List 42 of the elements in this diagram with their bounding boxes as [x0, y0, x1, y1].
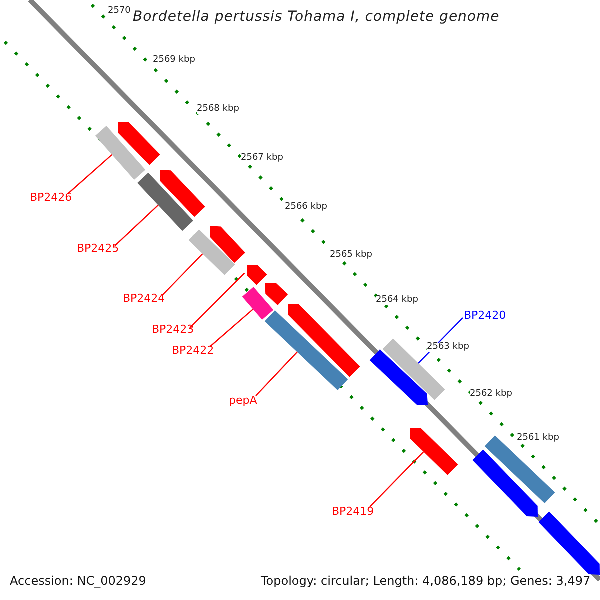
- gene-segment: [265, 283, 288, 306]
- tick-label: 2568 kbp: [197, 105, 240, 114]
- map-title: Bordetella pertussis Tohama I, complete genome: [133, 10, 500, 24]
- gene-label: BP2426: [30, 192, 72, 203]
- gene-label: BP2420: [464, 310, 506, 321]
- tick-label: 2570: [108, 7, 131, 16]
- gene-segment: [160, 170, 206, 218]
- gene-segment: [538, 512, 600, 575]
- leader-line: [162, 254, 204, 296]
- gene-segment: [188, 230, 236, 276]
- tick-label: 2564 kbp: [376, 296, 418, 305]
- tick-label: 2562 kbp: [470, 390, 512, 399]
- leader-line: [370, 451, 424, 508]
- tick-label: 2563 kbp: [427, 343, 470, 352]
- leader-line: [210, 308, 254, 348]
- gene-label: BP2425: [77, 243, 120, 254]
- gene-segment: [118, 122, 160, 166]
- tick-label: 2569 kbp: [153, 56, 196, 65]
- leader-line: [190, 272, 246, 328]
- gene-segment: [410, 428, 458, 476]
- leader-line: [256, 352, 298, 396]
- gene-segment: [242, 287, 274, 320]
- tick-label: 2566 kbp: [285, 203, 328, 212]
- gene-segment: [472, 450, 538, 517]
- gene-segment: [247, 265, 268, 286]
- gene-label: BP2424: [123, 293, 166, 304]
- gene-segment: [288, 304, 360, 378]
- leader-line: [114, 204, 159, 246]
- gene-label: BP2422: [172, 345, 214, 356]
- gene-segment: [138, 172, 194, 232]
- gene-segment: [264, 310, 348, 390]
- accession-text: Accession: NC_002929: [10, 575, 146, 587]
- leader-line: [68, 154, 112, 194]
- tick-label: 2567 kbp: [241, 154, 284, 163]
- tick-label: 2565 kbp: [330, 251, 372, 260]
- tick-label: 2561 kbp: [517, 434, 560, 443]
- gene-segment: [95, 126, 146, 180]
- gene-label: pepA: [229, 395, 258, 406]
- gene-segment: [210, 226, 246, 264]
- gene-segment: [370, 350, 428, 405]
- gene-label: BP2423: [152, 324, 194, 335]
- gene-label: BP2419: [332, 506, 374, 517]
